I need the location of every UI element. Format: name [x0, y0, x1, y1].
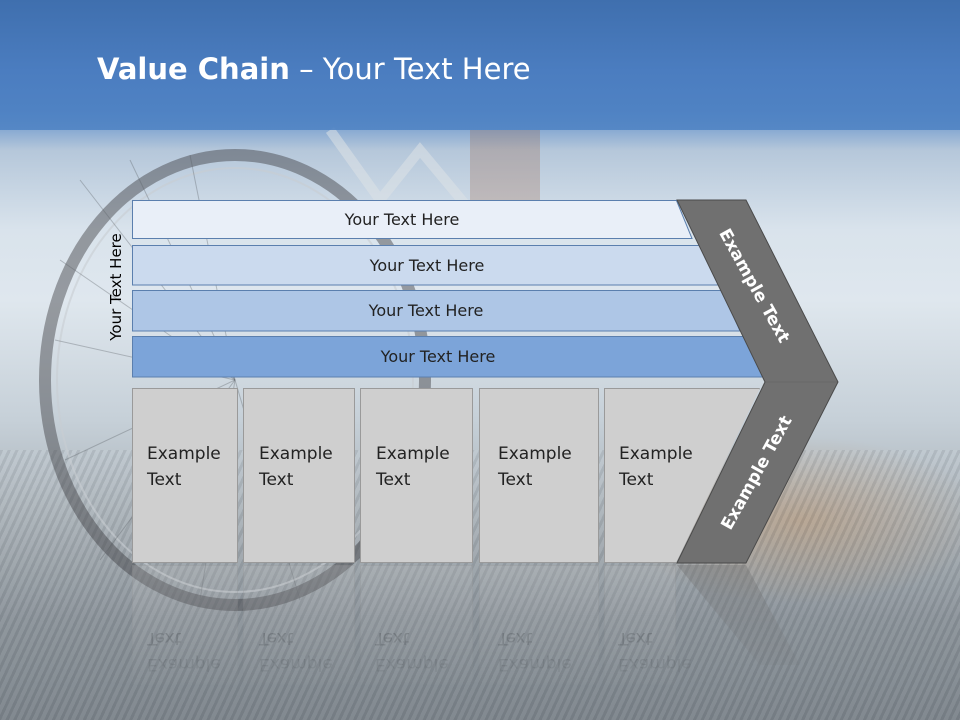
slide-title: Value Chain – Your Text Here [97, 52, 531, 86]
activity-box-1-line2: Text [147, 470, 182, 490]
slide-title-rest: – Your Text Here [289, 52, 531, 86]
activity-box-1-line1: Example [147, 444, 221, 464]
activity-box-3-line1: Example [376, 444, 450, 464]
activity-box-3: Example Text [360, 388, 473, 563]
band-4-label: Your Text Here [380, 347, 496, 366]
band-1: Your Text Here [132, 200, 692, 238]
activity-box-1: Example Text [132, 388, 238, 563]
band-2-label: Your Text Here [369, 255, 485, 275]
activity-box-2-line1: Example [259, 444, 333, 464]
band-2: Your Text Here [132, 245, 742, 285]
activity-box-4-line1: Example [498, 444, 572, 464]
band-1-label: Your Text Here [344, 209, 460, 229]
activity-box-4-line2: Text [498, 470, 533, 490]
band-3-label: Your Text Here [368, 301, 484, 320]
activity-box-2-line2: Text [259, 470, 294, 490]
band-3: Your Text Here [132, 290, 740, 331]
title-band [0, 0, 960, 130]
slide-title-bold: Value Chain [97, 52, 290, 86]
activity-box-5-line1: Example [619, 444, 693, 464]
activity-box-4: Example Text [479, 388, 599, 563]
activity-box-3-line2: Text [376, 470, 411, 490]
band-4: Your Text Here [132, 336, 764, 377]
activity-box-2: Example Text [243, 388, 355, 563]
activity-box-5-line2: Text [619, 470, 654, 490]
